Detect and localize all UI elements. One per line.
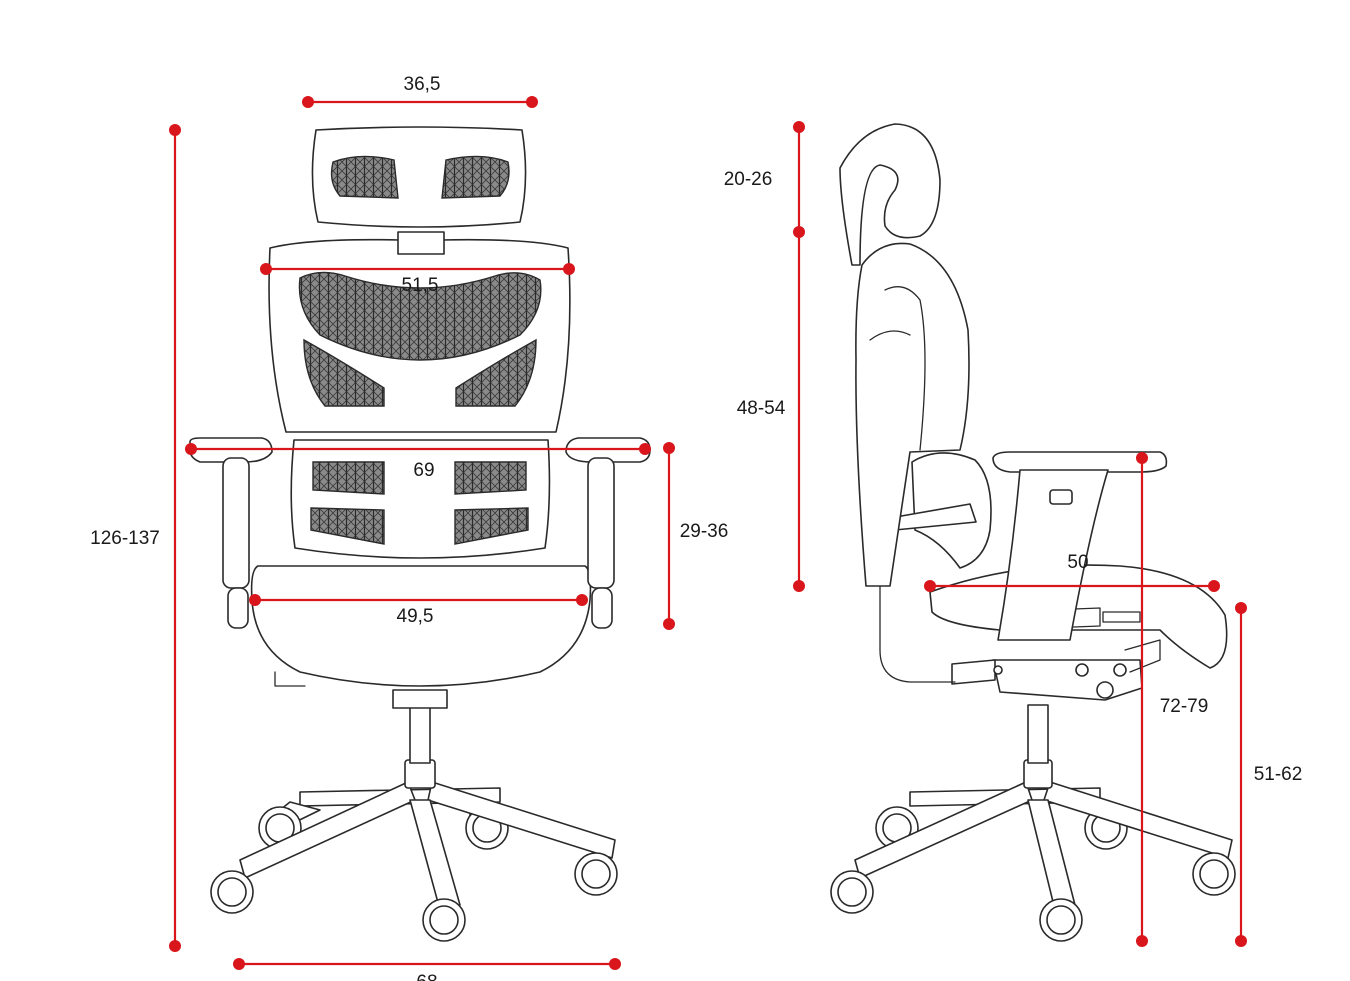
seat-width-label: 49,5 [397, 606, 434, 627]
seat-height-label: 51-62 [1254, 764, 1303, 785]
front-chair-drawing [189, 126, 651, 942]
side-dimension-lines [793, 121, 1247, 947]
base-width-label: 68 [416, 972, 437, 981]
backrest-width-label: 51,5 [402, 275, 439, 296]
armrest-floor-height-label: 72-79 [1160, 696, 1209, 717]
seat-depth-label: 50 [1067, 552, 1088, 573]
side-chair-drawing [830, 123, 1236, 942]
arm-span-label: 69 [413, 460, 434, 481]
backrest-height-label: 48-54 [737, 398, 786, 419]
headrest-width-label: 36,5 [404, 74, 441, 95]
front-dimension-labels: 36,5 51,5 69 49,5 126-137 29-36 68 [90, 74, 728, 981]
total-height-label: 126-137 [90, 528, 160, 549]
headrest-adjust-label: 20-26 [724, 169, 773, 190]
side-dimension-labels: 20-26 48-54 50 72-79 51-62 [724, 169, 1303, 785]
armrest-height-label: 29-36 [680, 521, 729, 542]
front-dimension-lines [169, 96, 675, 970]
